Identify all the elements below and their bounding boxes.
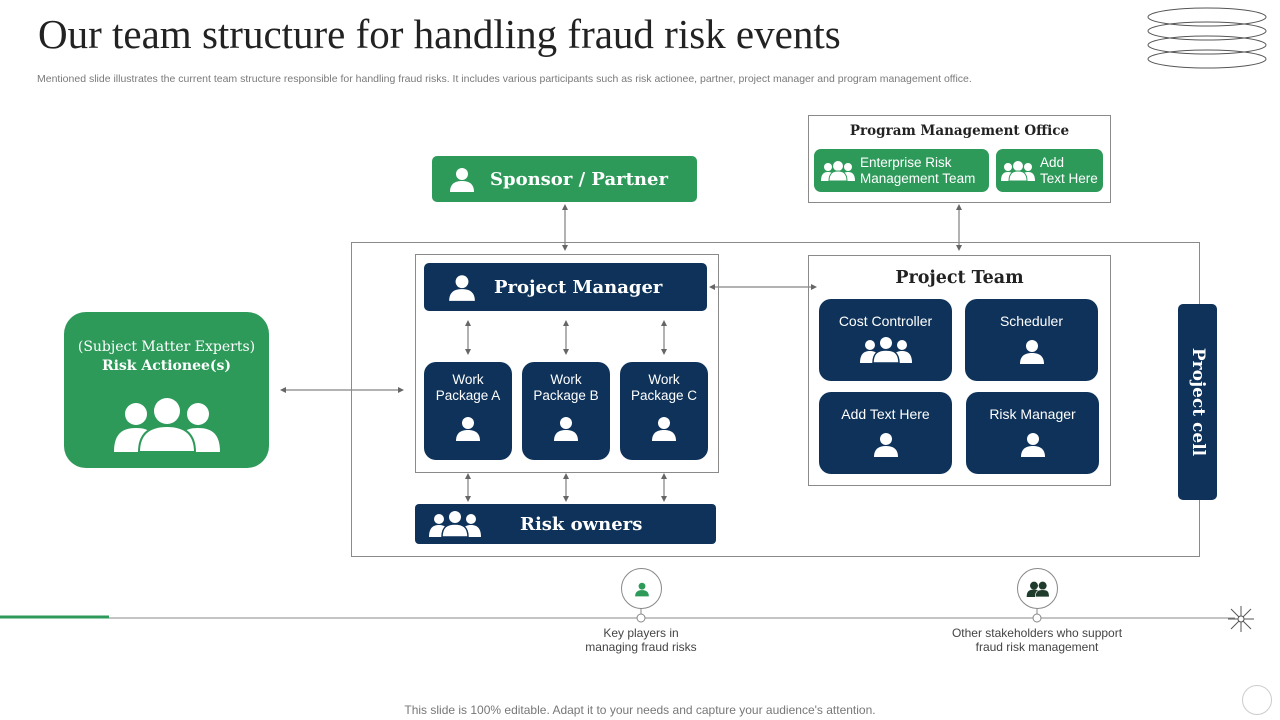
- user-icon: [450, 168, 474, 192]
- project-team-member-cost-controller[interactable]: Cost Controller: [819, 299, 952, 381]
- member-label: Add Text Here: [841, 406, 930, 422]
- user-icon: [1020, 433, 1045, 457]
- pmo-box: Program Management Office: [808, 115, 1111, 203]
- work-package-line2: Package A: [435, 388, 501, 403]
- work-package-line1: Work: [550, 372, 582, 387]
- pmo-item-line2: Text Here: [1040, 170, 1098, 186]
- group-icon: [429, 511, 481, 537]
- work-package-line1: Work: [452, 372, 484, 387]
- project-team-title: Project Team: [895, 268, 1024, 288]
- project-manager-label: Project Manager: [494, 276, 663, 298]
- work-package-line2: Package C: [630, 388, 698, 403]
- pmo-item-enterprise-risk[interactable]: Enterprise Risk Management Team: [814, 149, 989, 192]
- legend-line2: fraud risk management: [975, 640, 1099, 654]
- star-icon: [1228, 606, 1254, 632]
- member-label: Scheduler: [999, 313, 1064, 329]
- pmo-item-add-text[interactable]: Add Text Here: [996, 149, 1103, 192]
- project-team-frame: Project Team: [808, 255, 1111, 486]
- project-cell-bar[interactable]: Project cell: [1178, 304, 1217, 500]
- key-players-text: Key players in managing fraud risks: [561, 626, 721, 654]
- group-icon: [821, 160, 855, 181]
- risk-owners-label: Risk owners: [520, 513, 643, 535]
- pmo-item-line1: Enterprise Risk: [860, 154, 952, 170]
- risk-actionee-title: Risk Actionee(s): [101, 358, 232, 374]
- user-icon: [873, 433, 898, 457]
- risk-owners-box[interactable]: Risk owners: [415, 504, 716, 544]
- sponsor-partner-box[interactable]: Sponsor / Partner: [432, 156, 697, 202]
- page-title: Our team structure for handling fraud ri…: [38, 11, 841, 57]
- group-icon: [1001, 160, 1035, 181]
- member-label: Cost Controller: [838, 313, 933, 329]
- group-icon: [859, 337, 912, 363]
- decorative-rings-icon: [1147, 7, 1267, 69]
- key-players-marker: [621, 568, 662, 609]
- work-package-line2: Package B: [533, 388, 599, 403]
- project-team-member-risk-manager[interactable]: Risk Manager: [966, 392, 1099, 474]
- risk-actionee-box[interactable]: (Subject Matter Experts) Risk Actionee(s…: [64, 312, 269, 468]
- footer-note: This slide is 100% editable. Adapt it to…: [404, 703, 876, 717]
- other-stakeholders-marker: [1017, 568, 1058, 609]
- legend-line1: Other stakeholders who support: [951, 626, 1123, 640]
- risk-actionee-subtitle: (Subject Matter Experts): [77, 339, 256, 355]
- group-icon: [113, 398, 220, 452]
- project-team-member-add-text[interactable]: Add Text Here: [819, 392, 952, 474]
- user-icon: [449, 275, 475, 301]
- user-icon: [456, 417, 480, 441]
- pmo-item-line2: Management Team: [860, 170, 976, 186]
- pmo-item-line1: Add: [1040, 154, 1065, 170]
- user-icon: [1019, 340, 1044, 364]
- pmo-title: Program Management Office: [849, 123, 1070, 139]
- legend-line1: Key players in: [603, 626, 679, 640]
- user-icon: [634, 582, 649, 596]
- user-icon: [554, 417, 578, 441]
- user-icon: [652, 417, 676, 441]
- work-package-line1: Work: [648, 372, 680, 387]
- project-manager-frame: [415, 254, 719, 473]
- member-label: Risk Manager: [989, 406, 1076, 422]
- project-cell-label: Project cell: [1187, 347, 1208, 457]
- group-icon: [1026, 581, 1050, 597]
- other-stakeholders-text: Other stakeholders who support fraud ris…: [937, 626, 1137, 654]
- page-subtitle: Mentioned slide illustrates the current …: [37, 73, 972, 85]
- project-manager-box[interactable]: Project Manager: [424, 263, 707, 311]
- sponsor-partner-label: Sponsor / Partner: [490, 168, 668, 190]
- legend-line2: managing fraud risks: [585, 640, 697, 654]
- decorative-circle-icon: [1242, 685, 1272, 715]
- project-team-member-scheduler[interactable]: Scheduler: [965, 299, 1098, 381]
